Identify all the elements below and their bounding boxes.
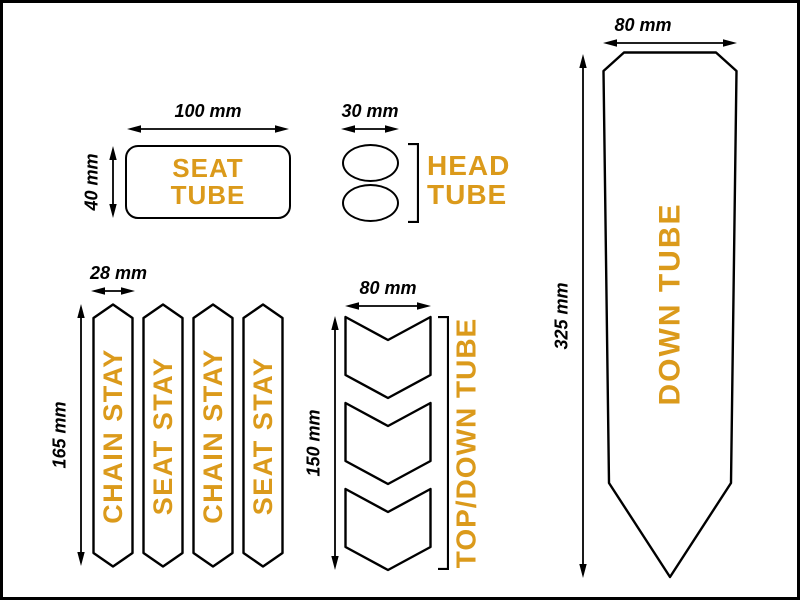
stay-strip-3: CHAIN STAY <box>192 303 234 568</box>
stay-strip-3-label: CHAIN STAY <box>197 347 228 524</box>
seat-tube-shape: SEAT TUBE <box>125 145 291 219</box>
down-tube-width-label: 80 mm <box>614 15 672 35</box>
seat-tube-width-label: 100 mm <box>174 101 242 121</box>
stays-width-label: 28 mm <box>90 263 148 283</box>
seat-tube-label: SEAT TUBE <box>170 152 246 210</box>
top-down-bracket <box>437 316 449 570</box>
seat-tube-width-arrow <box>126 123 290 135</box>
head-tube-bracket <box>407 143 419 223</box>
stays-height-label: 165 mm <box>49 401 70 469</box>
top-down-width-label: 80 mm <box>359 278 417 298</box>
down-tube-height-label: 325 mm <box>551 282 572 350</box>
stay-strip-1-label: CHAIN STAY <box>97 347 128 524</box>
down-tube-width-arrow <box>602 37 738 49</box>
down-tube-shape: DOWN TUBE <box>602 51 738 579</box>
stay-strip-2-label: SEAT STAY <box>147 356 178 515</box>
top-down-chevron-3 <box>344 487 432 573</box>
head-tube-width-arrow <box>340 123 400 135</box>
stay-strip-4-label: SEAT STAY <box>247 356 278 515</box>
head-tube-label: HEAD TUBE <box>427 150 511 211</box>
top-down-height-label: 150 mm <box>303 409 324 477</box>
top-down-chevron-1 <box>344 315 432 401</box>
top-down-label-wrap: TOP/DOWN TUBE <box>449 316 483 570</box>
stay-strip-4: SEAT STAY <box>242 303 284 568</box>
stays-width-arrow <box>90 285 136 297</box>
stay-strip-2: SEAT STAY <box>142 303 184 568</box>
top-down-chevron-2 <box>344 401 432 487</box>
down-tube-label: DOWN TUBE <box>653 202 687 406</box>
stays-height-arrow <box>75 303 87 567</box>
head-tube-width-label: 30 mm <box>341 101 399 121</box>
head-tube-oval-2 <box>342 184 399 222</box>
head-tube-oval-1 <box>342 144 399 182</box>
seat-tube-height-arrow <box>107 145 119 219</box>
stay-strip-1: CHAIN STAY <box>92 303 134 568</box>
top-down-label: TOP/DOWN TUBE <box>450 317 482 569</box>
down-tube-height-arrow <box>577 53 589 579</box>
top-down-width-arrow <box>344 300 432 312</box>
top-down-height-arrow <box>329 315 341 571</box>
seat-tube-height-label: 40 mm <box>81 153 102 211</box>
